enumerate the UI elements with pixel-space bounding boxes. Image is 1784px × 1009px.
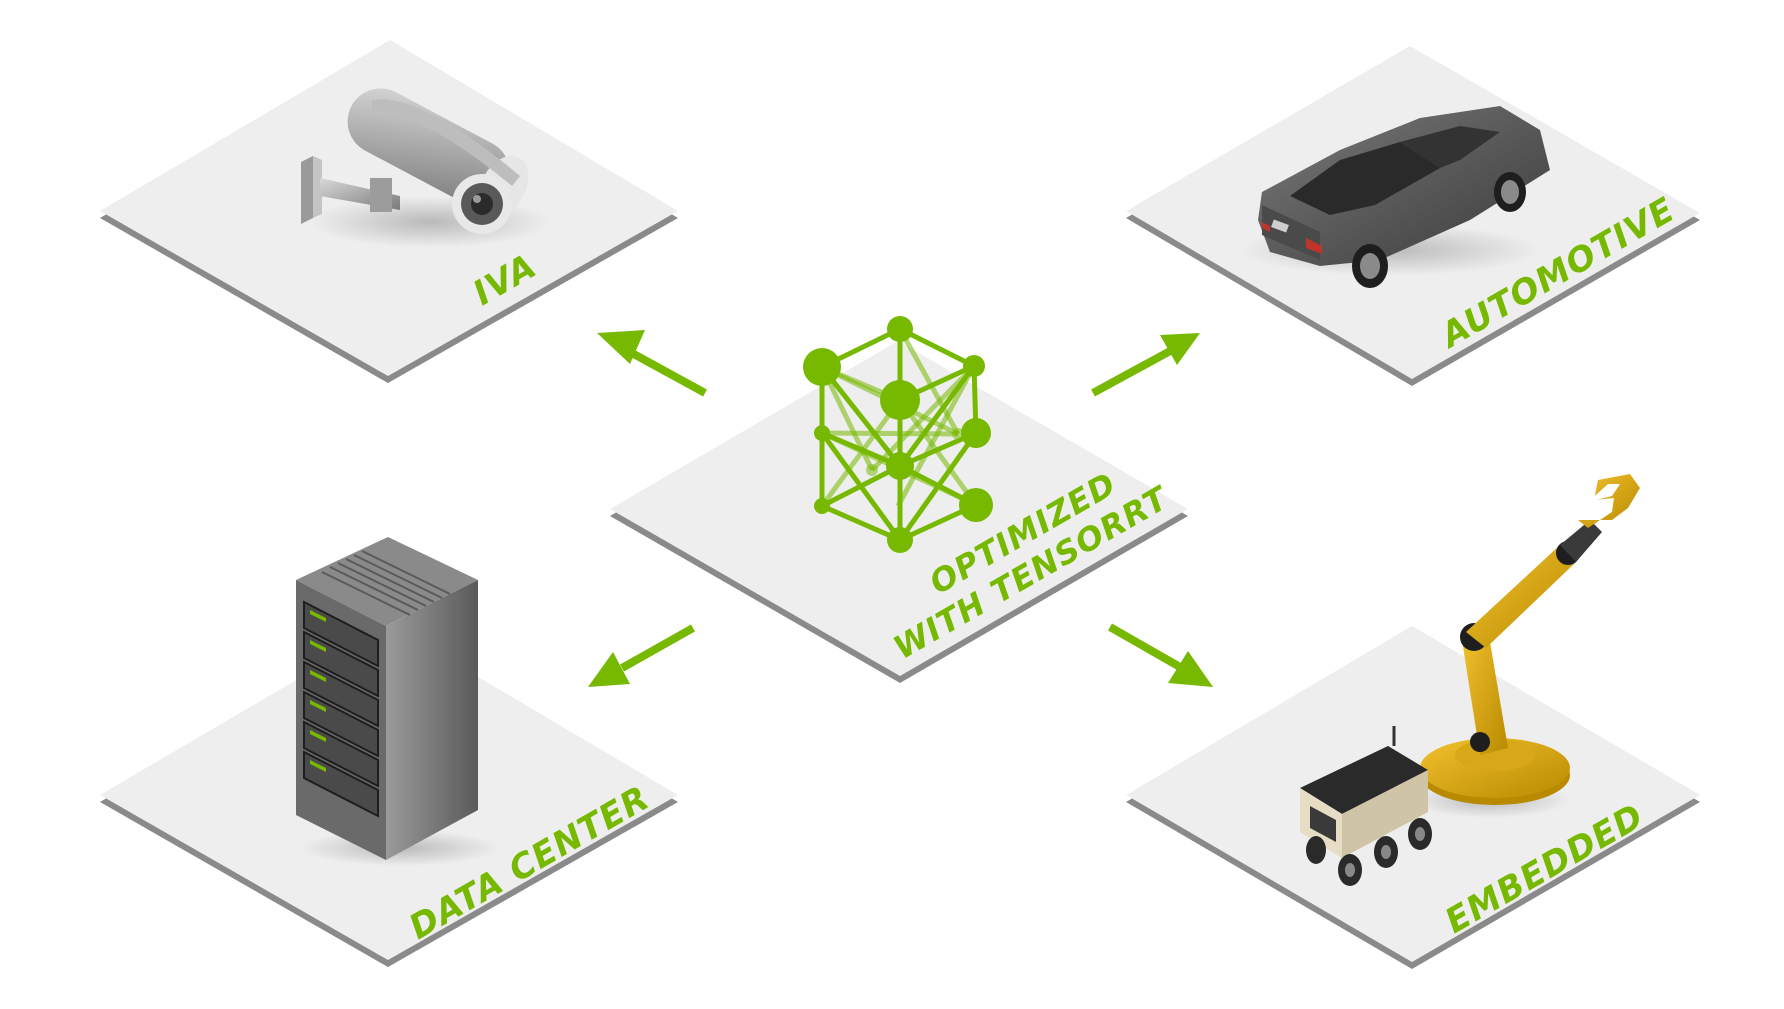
- security-camera-icon: [301, 88, 550, 248]
- delivery-robot-icon: [1300, 726, 1432, 886]
- arrow-to-iva: [597, 330, 707, 397]
- arrow-to-embedded: [1108, 623, 1213, 687]
- robot-arm-icon: [1410, 474, 1640, 818]
- neural-network-icon: [803, 316, 993, 553]
- arrow-to-datacenter: [588, 624, 695, 687]
- arrow-to-automotive: [1091, 333, 1200, 397]
- server-rack-icon: [296, 537, 500, 866]
- car-icon: [1240, 106, 1550, 288]
